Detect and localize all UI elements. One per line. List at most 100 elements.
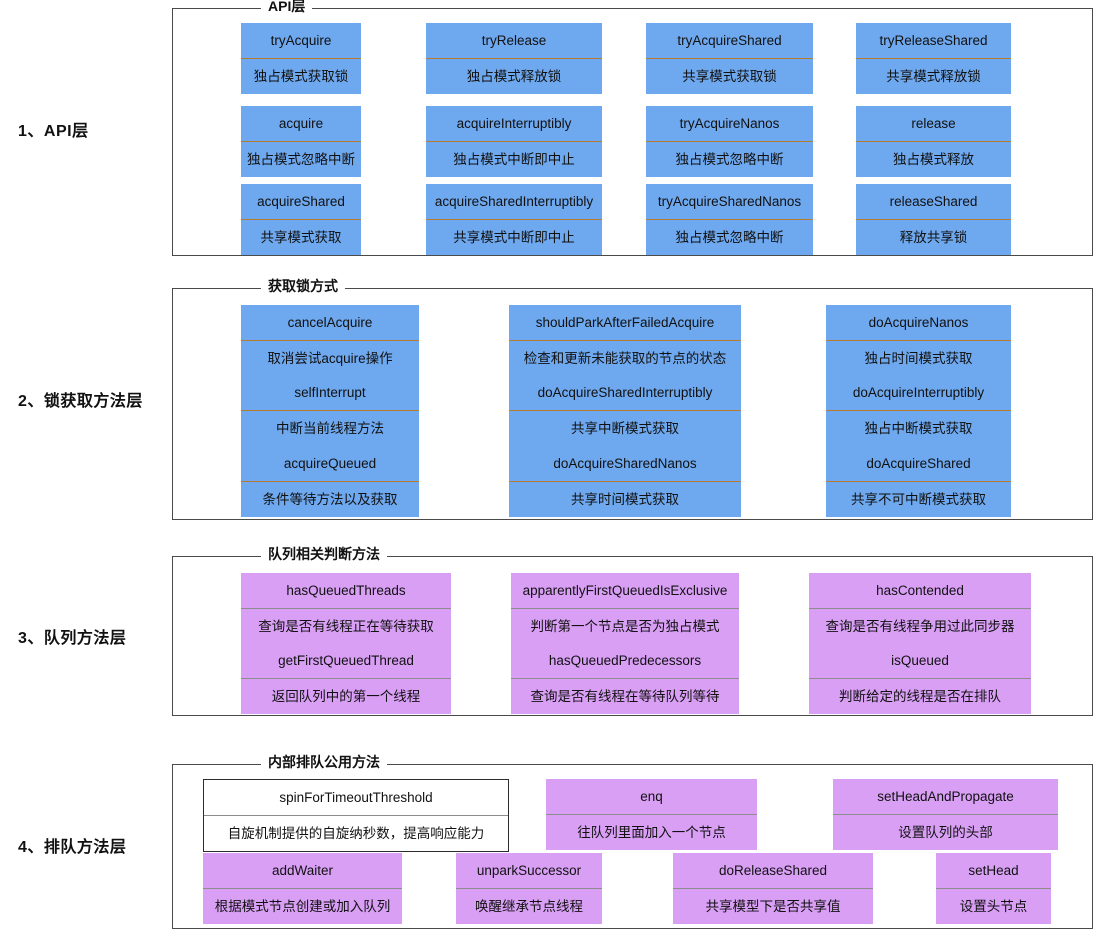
method-name: selfInterrupt xyxy=(241,375,419,411)
method-name: hasQueuedThreads xyxy=(241,573,451,609)
method-card[interactable]: addWaiter 根据模式节点创建或加入队列 xyxy=(203,853,402,924)
method-card[interactable]: acquireInterruptibly 独占模式中断即中止 xyxy=(426,106,602,177)
method-name: setHead xyxy=(936,853,1051,889)
layer-label-3: 3、队列方法层 xyxy=(18,630,127,647)
method-card[interactable]: unparkSuccessor 唤醒继承节点线程 xyxy=(456,853,602,924)
method-desc: 独占模式中断即中止 xyxy=(453,151,575,167)
method-name: hasQueuedPredecessors xyxy=(511,643,739,679)
method-card[interactable]: enq 往队列里面加入一个节点 xyxy=(546,779,757,850)
method-card[interactable]: tryAcquireNanos 独占模式忽略中断 xyxy=(646,106,813,177)
method-card[interactable]: tryAcquireShared 共享模式获取锁 xyxy=(646,23,813,94)
method-card[interactable]: doAcquireSharedNanos 共享时间模式获取 xyxy=(509,446,741,517)
method-name: tryAcquireShared xyxy=(646,23,813,59)
method-card[interactable]: hasQueuedPredecessors 查询是否有线程在等待队列等待 xyxy=(511,643,739,714)
method-card[interactable]: isQueued 判断给定的线程是否在排队 xyxy=(809,643,1031,714)
method-desc: 查询是否有线程正在等待获取 xyxy=(258,618,434,634)
method-name: hasContended xyxy=(809,573,1031,609)
method-desc: 独占模式忽略中断 xyxy=(675,229,784,245)
method-desc: 取消尝试acquire操作 xyxy=(267,350,393,366)
method-name: shouldParkAfterFailedAcquire xyxy=(509,305,741,341)
method-desc: 独占时间模式获取 xyxy=(864,350,973,366)
method-card[interactable]: releaseShared 释放共享锁 xyxy=(856,184,1011,255)
layer-label-1: 1、API层 xyxy=(18,123,89,140)
method-desc: 条件等待方法以及获取 xyxy=(262,491,398,507)
method-desc: 独占中断模式获取 xyxy=(864,420,973,436)
method-desc: 共享模式获取锁 xyxy=(682,68,777,84)
method-name: tryRelease xyxy=(426,23,602,59)
method-card[interactable]: doReleaseShared 共享模型下是否共享值 xyxy=(673,853,873,924)
group-enqueue-method-layer: 内部排队公用方法 spinForTimeoutThreshold 自旋机制提供的… xyxy=(172,755,1093,929)
method-name: acquireInterruptibly xyxy=(426,106,602,142)
method-desc: 共享时间模式获取 xyxy=(571,491,679,507)
method-card[interactable]: shouldParkAfterFailedAcquire 检查和更新未能获取的节… xyxy=(509,305,741,376)
method-desc: 返回队列中的第一个线程 xyxy=(271,688,421,704)
method-card[interactable]: acquireQueued 条件等待方法以及获取 xyxy=(241,446,419,517)
method-name: tryAcquireNanos xyxy=(646,106,813,142)
method-desc: 判断给定的线程是否在排队 xyxy=(839,688,1001,704)
method-name: doAcquireInterruptibly xyxy=(826,375,1011,411)
method-card[interactable]: apparentlyFirstQueuedIsExclusive 判断第一个节点… xyxy=(511,573,739,644)
method-name: cancelAcquire xyxy=(241,305,419,341)
method-desc: 判断第一个节点是否为独占模式 xyxy=(530,618,720,634)
group-legend-queue-method: 队列相关判断方法 xyxy=(261,547,387,561)
group-api-layer: API层 tryAcquire 独占模式获取锁 tryRelease 独占模式释… xyxy=(172,0,1093,256)
method-name: doAcquireSharedNanos xyxy=(509,446,741,482)
method-card[interactable]: getFirstQueuedThread 返回队列中的第一个线程 xyxy=(241,643,451,714)
method-card[interactable]: doAcquireInterruptibly 独占中断模式获取 xyxy=(826,375,1011,446)
method-card[interactable]: doAcquireNanos 独占时间模式获取 xyxy=(826,305,1011,376)
method-desc: 释放共享锁 xyxy=(899,229,968,245)
method-name: addWaiter xyxy=(203,853,402,889)
group-lock-acquire-layer: 获取锁方式 cancelAcquire 取消尝试acquire操作 should… xyxy=(172,279,1093,520)
method-card[interactable]: spinForTimeoutThreshold 自旋机制提供的自旋纳秒数，提高响… xyxy=(203,779,509,852)
method-desc: 独占模式获取锁 xyxy=(253,68,349,84)
method-card[interactable]: doAcquireSharedInterruptibly 共享中断模式获取 xyxy=(509,375,741,446)
method-name: getFirstQueuedThread xyxy=(241,643,451,679)
method-desc: 共享模式获取 xyxy=(260,229,342,245)
method-card[interactable]: cancelAcquire 取消尝试acquire操作 xyxy=(241,305,419,376)
layer-label-4: 4、排队方法层 xyxy=(18,839,127,856)
method-name: acquireSharedInterruptibly xyxy=(426,184,602,220)
method-desc: 设置头节点 xyxy=(959,898,1028,914)
method-name: doAcquireNanos xyxy=(826,305,1011,341)
method-desc: 独占模式忽略中断 xyxy=(675,151,784,167)
method-card[interactable]: acquireSharedInterruptibly 共享模式中断即中止 xyxy=(426,184,602,255)
method-name: tryAcquire xyxy=(241,23,361,59)
method-card[interactable]: tryAcquire 独占模式获取锁 xyxy=(241,23,361,94)
method-desc: 共享模型下是否共享值 xyxy=(705,898,841,914)
group-legend-enqueue-method: 内部排队公用方法 xyxy=(261,755,387,769)
method-card[interactable]: acquireShared 共享模式获取 xyxy=(241,184,361,255)
method-desc: 根据模式节点创建或加入队列 xyxy=(214,898,391,914)
method-card[interactable]: tryAcquireSharedNanos 独占模式忽略中断 xyxy=(646,184,813,255)
method-card[interactable]: release 独占模式释放 xyxy=(856,106,1011,177)
method-desc: 独占模式释放锁 xyxy=(466,68,562,84)
method-desc: 独占模式释放 xyxy=(893,151,974,167)
method-desc: 查询是否有线程争用过此同步器 xyxy=(825,618,1015,634)
method-card[interactable]: acquire 独占模式忽略中断 xyxy=(241,106,361,177)
method-card[interactable]: doAcquireShared 共享不可中断模式获取 xyxy=(826,446,1011,517)
method-card[interactable]: setHead 设置头节点 xyxy=(936,853,1051,924)
method-card[interactable]: setHeadAndPropagate 设置队列的头部 xyxy=(833,779,1058,850)
method-name: isQueued xyxy=(809,643,1031,679)
method-card[interactable]: hasContended 查询是否有线程争用过此同步器 xyxy=(809,573,1031,644)
method-card[interactable]: tryReleaseShared 共享模式释放锁 xyxy=(856,23,1011,94)
method-desc: 查询是否有线程在等待队列等待 xyxy=(530,688,720,704)
method-name: release xyxy=(856,106,1011,142)
method-card[interactable]: selfInterrupt 中断当前线程方法 xyxy=(241,375,419,446)
method-card[interactable]: hasQueuedThreads 查询是否有线程正在等待获取 xyxy=(241,573,451,644)
method-name: releaseShared xyxy=(856,184,1011,220)
group-legend-lock-acquire: 获取锁方式 xyxy=(261,279,345,293)
method-desc: 检查和更新未能获取的节点的状态 xyxy=(523,350,727,366)
method-name: acquireShared xyxy=(241,184,361,220)
method-desc: 共享不可中断模式获取 xyxy=(851,491,986,507)
method-name: setHeadAndPropagate xyxy=(833,779,1058,815)
layer-label-2: 2、锁获取方法层 xyxy=(18,393,143,410)
group-queue-method-layer: 队列相关判断方法 hasQueuedThreads 查询是否有线程正在等待获取 … xyxy=(172,547,1093,716)
method-desc: 共享模式中断即中止 xyxy=(453,229,575,245)
method-name: doAcquireShared xyxy=(826,446,1011,482)
method-name: doAcquireSharedInterruptibly xyxy=(509,375,741,411)
method-card[interactable]: tryRelease 独占模式释放锁 xyxy=(426,23,602,94)
method-name: spinForTimeoutThreshold xyxy=(204,780,508,816)
method-name: tryReleaseShared xyxy=(856,23,1011,59)
method-desc: 设置队列的头部 xyxy=(898,824,993,840)
